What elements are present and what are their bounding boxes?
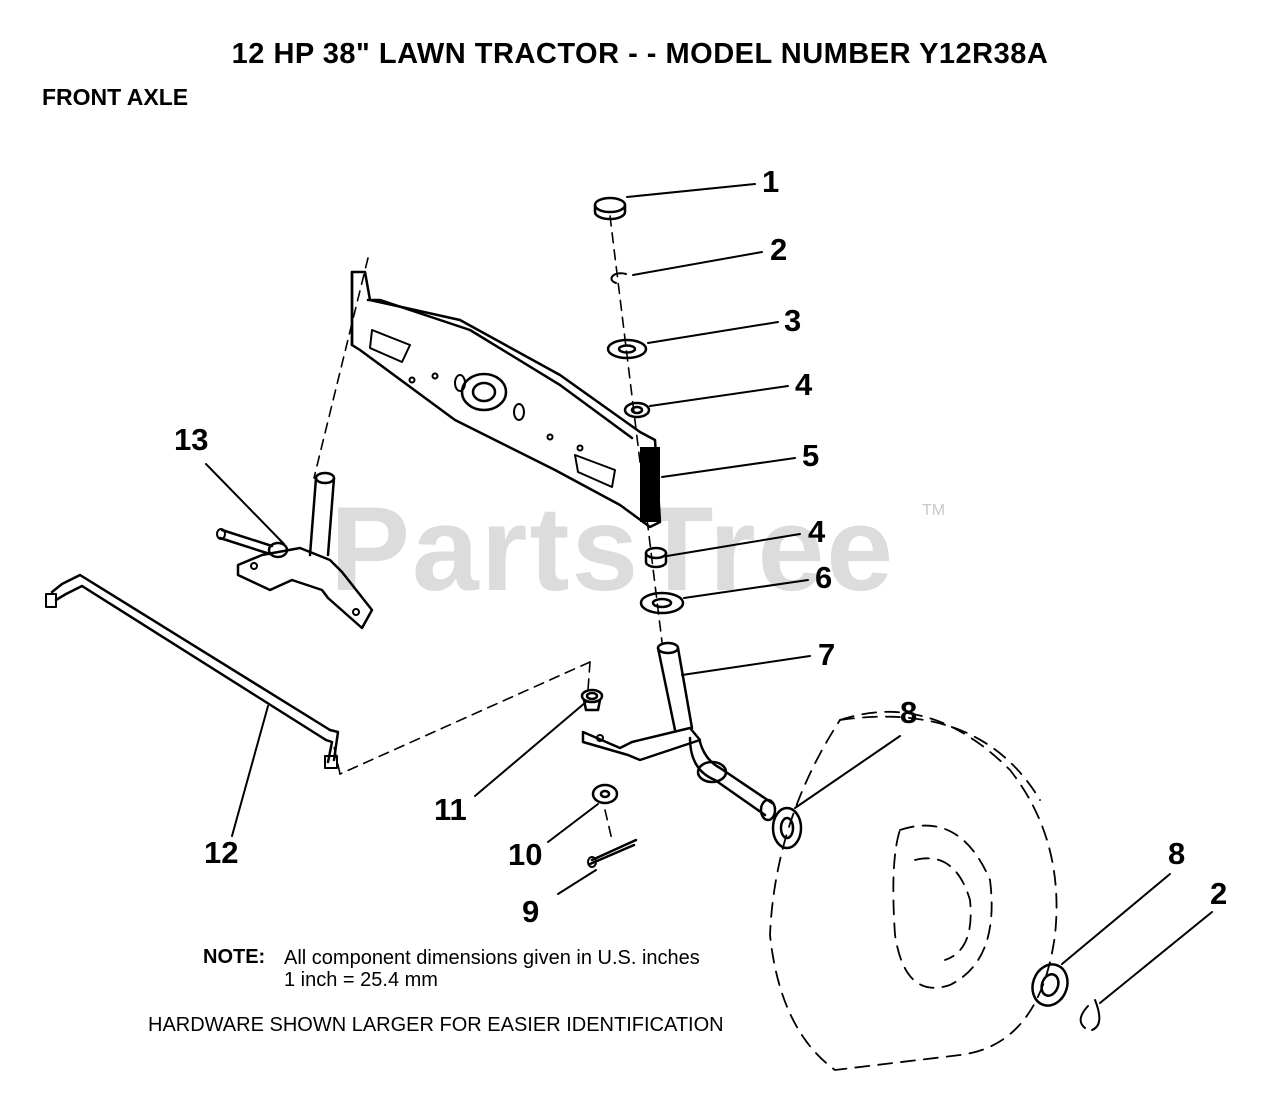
part-11-bushing bbox=[582, 690, 602, 710]
callout-8-spindle: 8 bbox=[900, 695, 918, 730]
part-12-tie-rod bbox=[46, 575, 338, 768]
callout-4-upper: 4 bbox=[795, 367, 813, 402]
part-10-washer bbox=[593, 785, 617, 803]
part-3-washer bbox=[608, 340, 646, 358]
part-9-cotter-pin bbox=[588, 840, 636, 867]
callout-9: 9 bbox=[522, 894, 540, 929]
callout-7: 7 bbox=[818, 637, 836, 672]
leader-lines bbox=[206, 184, 1212, 1003]
callout-11: 11 bbox=[434, 792, 467, 827]
partstree-watermark: PartsTree bbox=[330, 482, 896, 616]
assembly-centerlines bbox=[314, 216, 662, 840]
callout-1: 1 bbox=[762, 164, 780, 199]
callout-8-outer: 8 bbox=[1168, 836, 1186, 871]
note-label: NOTE: bbox=[203, 946, 266, 968]
trademark-symbol: TM bbox=[922, 502, 946, 519]
callout-13: 13 bbox=[174, 422, 209, 457]
callout-10: 10 bbox=[508, 837, 543, 872]
part-6-washer bbox=[641, 593, 683, 613]
callout-2-outer: 2 bbox=[1210, 876, 1228, 911]
section-title: FRONT AXLE bbox=[42, 84, 189, 110]
part-1-cap bbox=[595, 198, 625, 219]
part-13-spindle bbox=[217, 473, 372, 628]
note-line-2: 1 inch = 25.4 mm bbox=[284, 969, 438, 991]
callout-6: 6 bbox=[815, 560, 833, 595]
part-2-ring-outer bbox=[1081, 1000, 1100, 1030]
part-2-ring bbox=[611, 273, 626, 283]
part-7-spindle bbox=[583, 643, 775, 820]
hardware-note: HARDWARE SHOWN LARGER FOR EASIER IDENTIF… bbox=[148, 1014, 724, 1036]
part-4-bushing-lower bbox=[646, 548, 666, 567]
note-line-1: All component dimensions given in U.S. i… bbox=[284, 947, 700, 969]
callout-3: 3 bbox=[784, 303, 802, 338]
callout-5: 5 bbox=[802, 438, 820, 473]
part-8-washer-spindle bbox=[773, 808, 801, 848]
callout-4-lower: 4 bbox=[808, 514, 826, 549]
tire-outline bbox=[770, 712, 1057, 1070]
callout-12: 12 bbox=[204, 835, 239, 870]
part-8-washer-outer bbox=[1027, 959, 1073, 1010]
diagram-title: 12 HP 38" LAWN TRACTOR - - MODEL NUMBER … bbox=[231, 38, 1049, 70]
callout-2: 2 bbox=[770, 232, 788, 267]
part-4-bushing-upper bbox=[625, 403, 649, 417]
part-5-axle-beam bbox=[352, 272, 660, 527]
